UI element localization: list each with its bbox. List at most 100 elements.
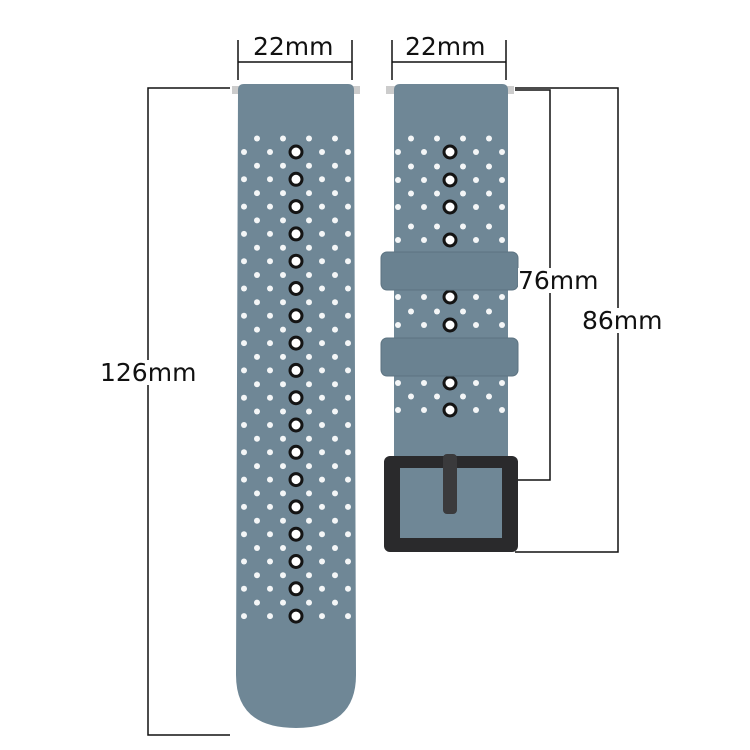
vent-hole bbox=[332, 272, 338, 278]
vent-hole bbox=[332, 244, 338, 251]
buckle-length-label: 86mm bbox=[582, 306, 663, 335]
main-hole bbox=[288, 335, 304, 351]
vent-hole bbox=[241, 312, 247, 319]
vent-hole bbox=[254, 517, 260, 524]
width-label-right: 22mm bbox=[405, 32, 486, 61]
main-hole bbox=[442, 402, 458, 418]
vent-hole bbox=[280, 326, 286, 333]
vent-hole bbox=[408, 393, 414, 400]
vent-hole bbox=[267, 312, 273, 319]
vent-hole bbox=[345, 585, 351, 592]
vent-hole bbox=[408, 190, 414, 197]
vent-hole bbox=[345, 312, 351, 319]
vent-hole bbox=[267, 558, 273, 565]
keeper-loop-2 bbox=[380, 337, 519, 377]
vent-hole bbox=[241, 367, 247, 374]
vent-hole bbox=[421, 407, 427, 413]
vent-hole bbox=[306, 217, 312, 224]
main-hole bbox=[442, 317, 458, 333]
vent-hole bbox=[345, 149, 351, 155]
short-length-label: 76mm bbox=[518, 266, 599, 295]
main-hole bbox=[288, 171, 304, 187]
vent-hole bbox=[421, 322, 427, 328]
vent-hole bbox=[473, 380, 479, 386]
vent-hole bbox=[434, 393, 440, 400]
vent-hole bbox=[267, 394, 273, 401]
vent-hole bbox=[395, 204, 401, 210]
vent-hole bbox=[319, 285, 325, 292]
main-hole bbox=[442, 232, 458, 248]
vent-hole bbox=[241, 613, 247, 620]
vent-hole bbox=[306, 190, 312, 197]
vent-hole bbox=[486, 163, 492, 170]
vent-hole bbox=[345, 203, 351, 210]
vent-hole bbox=[332, 353, 338, 360]
vent-hole bbox=[460, 223, 466, 230]
vent-hole bbox=[254, 162, 260, 169]
vent-hole bbox=[460, 135, 466, 142]
vent-hole bbox=[280, 217, 286, 224]
vent-hole bbox=[241, 394, 247, 401]
vent-hole bbox=[241, 476, 247, 483]
vent-hole bbox=[280, 272, 286, 278]
vent-hole bbox=[319, 422, 325, 428]
vent-hole bbox=[395, 322, 401, 328]
vent-hole bbox=[267, 585, 273, 592]
vent-hole bbox=[306, 490, 312, 497]
vent-hole bbox=[267, 531, 273, 538]
vent-hole bbox=[267, 203, 273, 210]
dim-126-line bbox=[147, 87, 230, 736]
vent-hole bbox=[280, 408, 286, 415]
vent-hole bbox=[306, 381, 312, 388]
vent-hole bbox=[254, 217, 260, 224]
dimension-lines bbox=[147, 40, 619, 736]
vent-hole bbox=[280, 490, 286, 497]
vent-hole bbox=[460, 190, 466, 197]
vent-hole bbox=[319, 503, 325, 510]
main-hole bbox=[288, 581, 304, 597]
vent-hole bbox=[267, 476, 273, 483]
vent-hole bbox=[332, 599, 338, 606]
main-hole bbox=[288, 608, 304, 624]
vent-hole bbox=[306, 599, 312, 606]
vent-hole bbox=[395, 149, 401, 155]
vent-hole bbox=[254, 135, 260, 142]
total-length-label: 126mm bbox=[100, 358, 197, 387]
vent-hole bbox=[319, 340, 325, 347]
vent-hole bbox=[254, 408, 260, 415]
main-hole bbox=[288, 199, 304, 215]
vent-hole bbox=[332, 326, 338, 333]
vent-hole bbox=[267, 285, 273, 292]
vent-hole bbox=[306, 353, 312, 360]
vent-hole bbox=[267, 176, 273, 183]
vent-hole bbox=[421, 237, 427, 243]
vent-hole bbox=[280, 244, 286, 251]
vent-hole bbox=[267, 340, 273, 347]
main-hole bbox=[288, 144, 304, 160]
vent-hole bbox=[408, 135, 414, 142]
vent-hole bbox=[421, 177, 427, 183]
vent-hole bbox=[395, 407, 401, 413]
vent-hole bbox=[345, 394, 351, 401]
vent-hole bbox=[267, 367, 273, 374]
vent-hole bbox=[499, 322, 505, 328]
vent-hole bbox=[499, 204, 505, 210]
main-hole bbox=[288, 362, 304, 378]
vent-hole bbox=[332, 135, 338, 142]
vent-hole bbox=[332, 545, 338, 551]
vent-hole bbox=[319, 149, 325, 155]
main-hole bbox=[288, 444, 304, 460]
vent-hole bbox=[254, 435, 260, 442]
vent-hole bbox=[434, 223, 440, 230]
main-hole bbox=[442, 375, 458, 391]
vent-hole bbox=[473, 149, 479, 155]
vent-hole bbox=[306, 435, 312, 442]
main-hole bbox=[288, 554, 304, 569]
main-hole bbox=[288, 417, 304, 433]
vent-hole bbox=[306, 135, 312, 142]
vent-hole bbox=[395, 177, 401, 183]
vent-hole bbox=[267, 449, 273, 456]
vent-hole bbox=[267, 149, 273, 155]
vent-hole bbox=[267, 503, 273, 510]
